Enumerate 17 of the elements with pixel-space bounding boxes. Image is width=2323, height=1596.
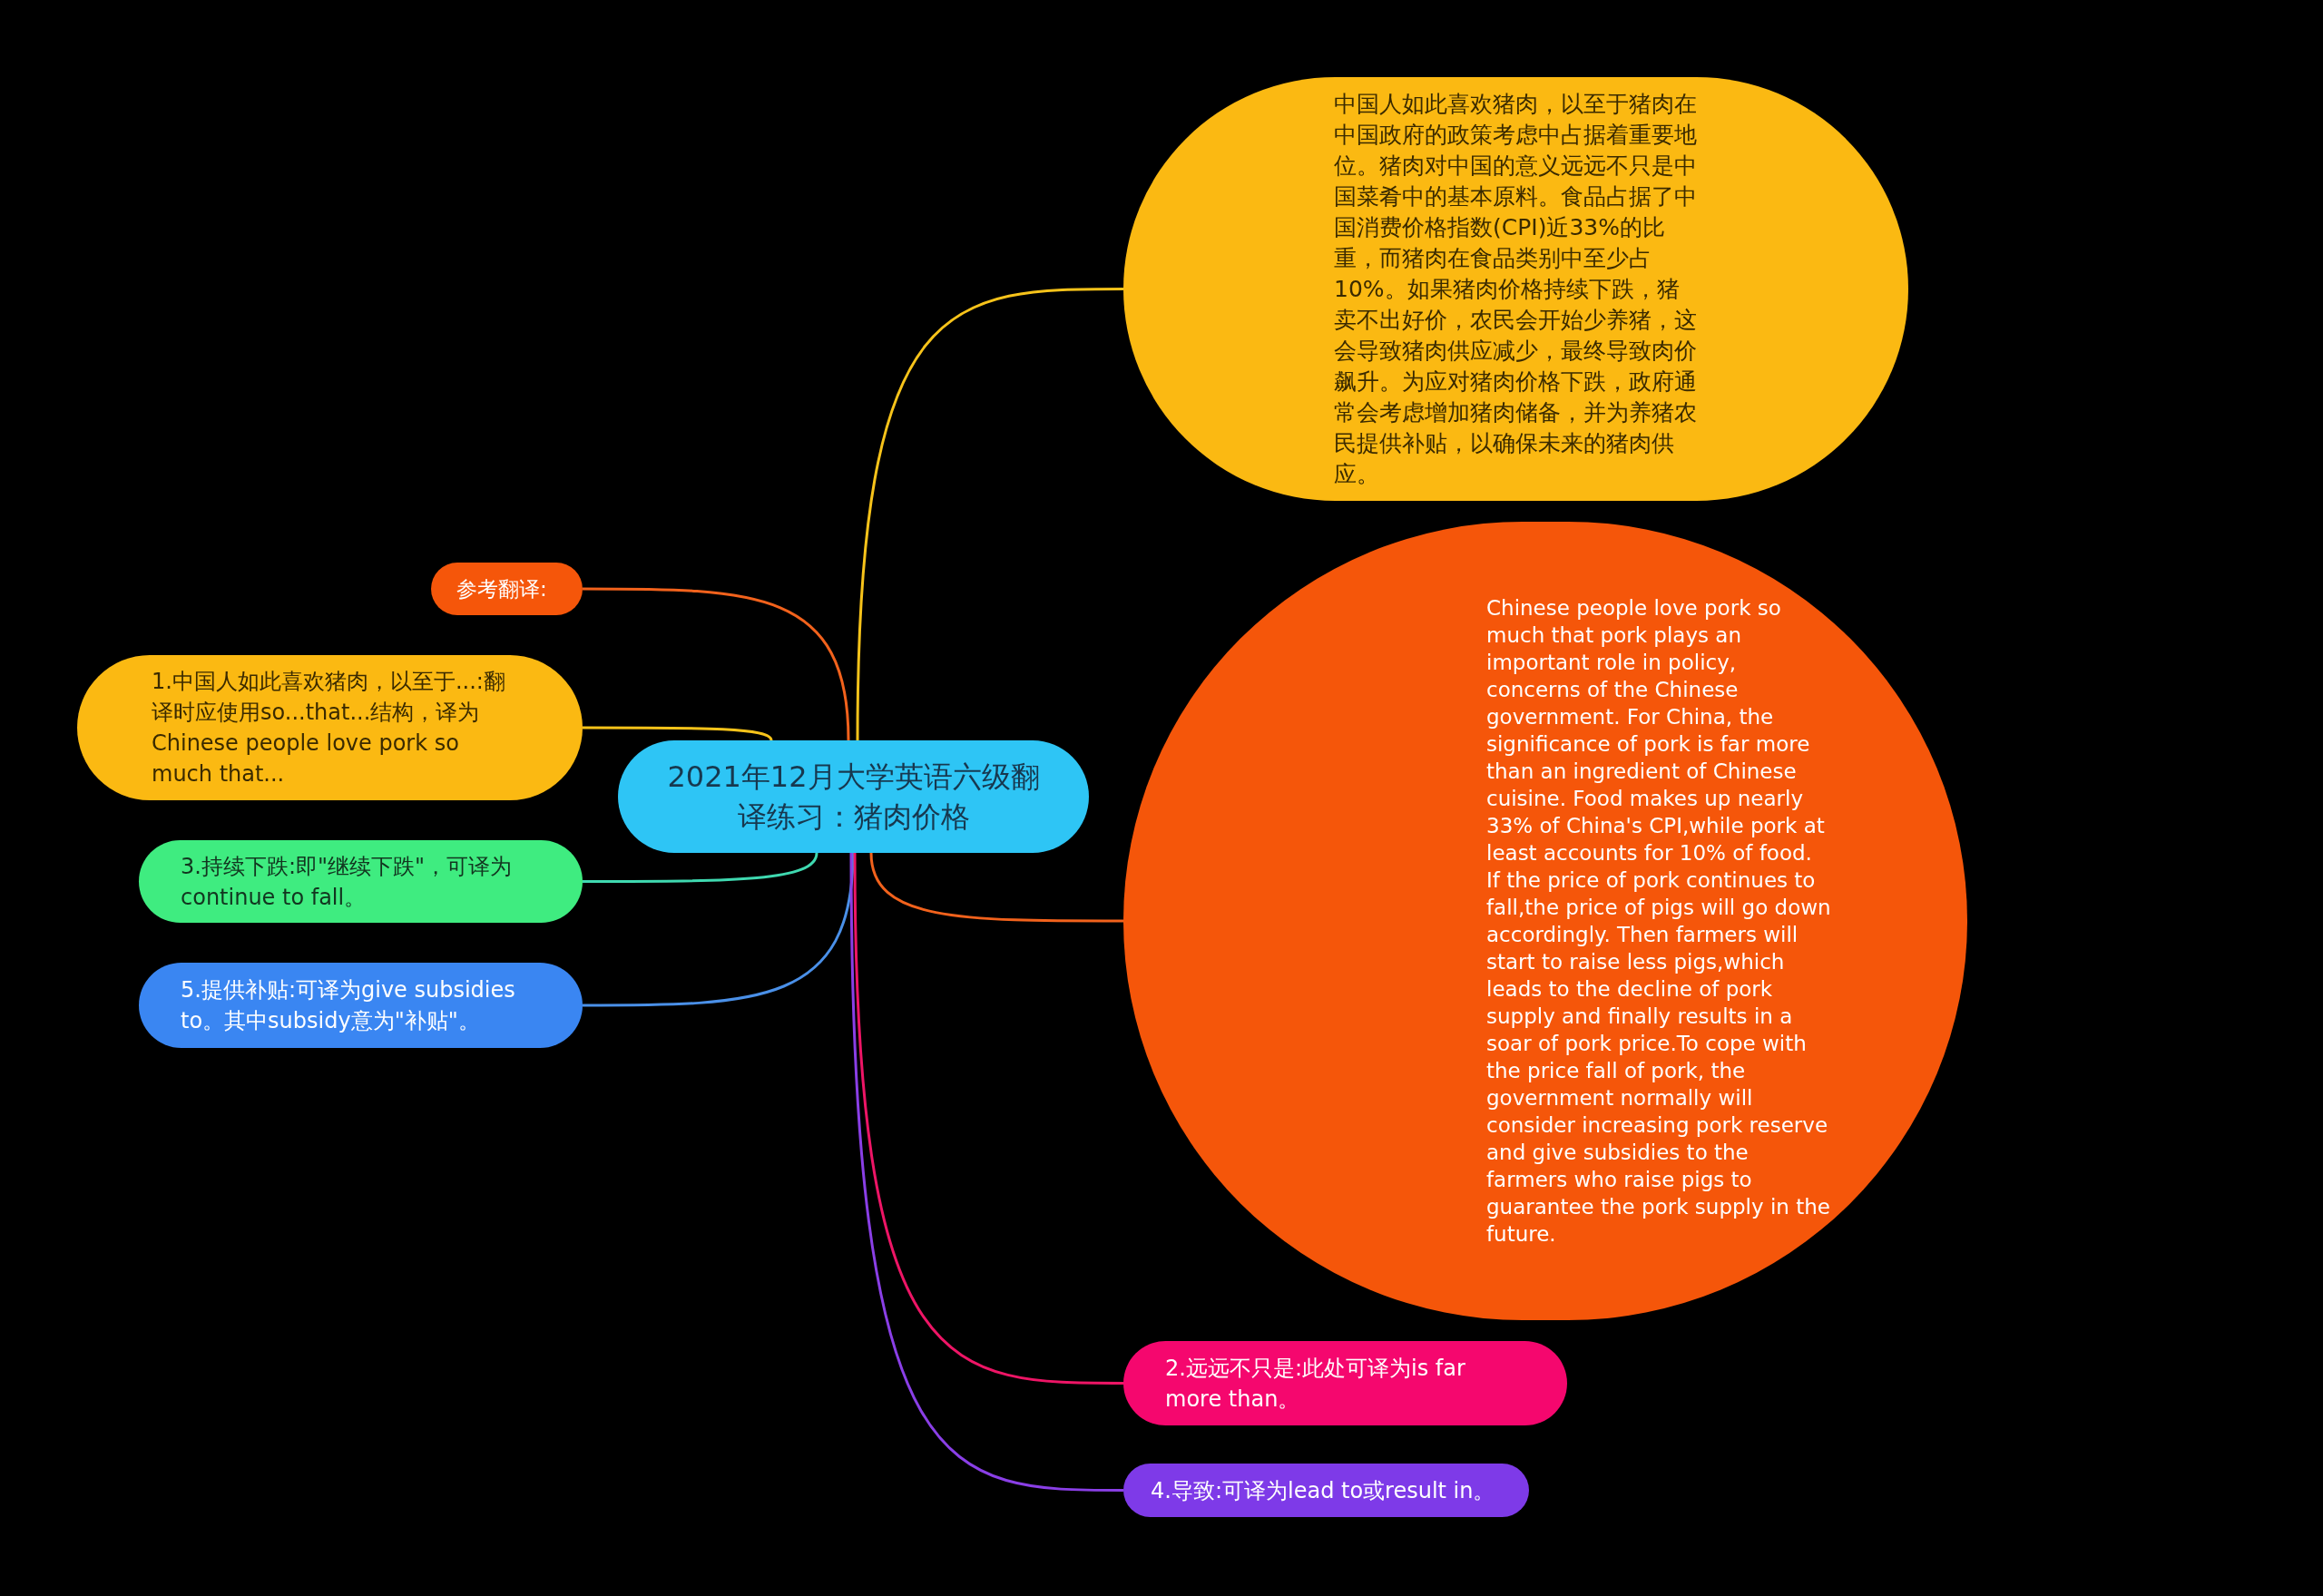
note-bubble: 参考翻译: xyxy=(431,563,583,615)
connector-line xyxy=(583,852,855,1007)
connector-line xyxy=(856,288,1123,741)
note-bubble: 5.提供补贴:可译为give subsidies to。其中subsidy意为"补贴"。 xyxy=(139,963,583,1048)
note-bubble: 2.远远不只是:此处可译为is far more than。 xyxy=(1123,1341,1567,1425)
note-bubble: 4.导致:可译为lead to或result in。 xyxy=(1123,1464,1529,1517)
text-bubble: 中国人如此喜欢猪肉，以至于猪肉在中国政府的政策考虑中占据着重要地位。猪肉对中国的意义远远不只是中国菜肴中的基本原料。食品占据了中国消费价格指数(CPI)近33%的比重，而猪肉在食品类别中至少占10%。如果猪肉价格持续下跌，猪卖不出好价，农民会开始少养猪，这会导致猪肉供应减少，最终导致肉价飙升。为应对猪肉价格下跌，政府通常会考虑增加猪肉储备，并为养猪农民提供补贴，以确保未来的猪肉供应。 xyxy=(1123,77,1908,501)
connector-line xyxy=(583,726,773,741)
connector-line xyxy=(853,852,1123,1385)
note-bubble: 1.中国人如此喜欢猪肉，以至于...:翻译时应使用so...that...结构，译为Chinese people love pork so much that... xyxy=(77,655,583,800)
connector-line xyxy=(583,587,850,741)
note-bubble: 3.持续下跌:即"继续下跌"，可译为continue to fall。 xyxy=(139,840,583,923)
connector-line xyxy=(849,853,1123,1492)
topic-bubble: 2021年12月大学英语六级翻译练习：猪肉价格 xyxy=(618,740,1089,853)
connector-line xyxy=(869,852,1123,923)
text-bubble: Chinese people love pork so much that pork plays an important role in policy, concerns of the Chinese government. For China, the significance of pork is far more than an ingredient of Chinese cuisine. Food makes up nearly 33% of China's CPI,while pork at least accounts for 10% of food. If the price of pork continues to fall,the price of pigs will go down accordingly. Then farmers will start to raise less pigs,which leads to the decline of pork supply and finally results in a soar of pork price.To cope with the price fall of pork, the government normally will consider increasing pork reserve and give subsidies to the farmers who raise pigs to guarantee the pork supply in the future. xyxy=(1123,522,1967,1320)
connector-line xyxy=(583,852,818,883)
